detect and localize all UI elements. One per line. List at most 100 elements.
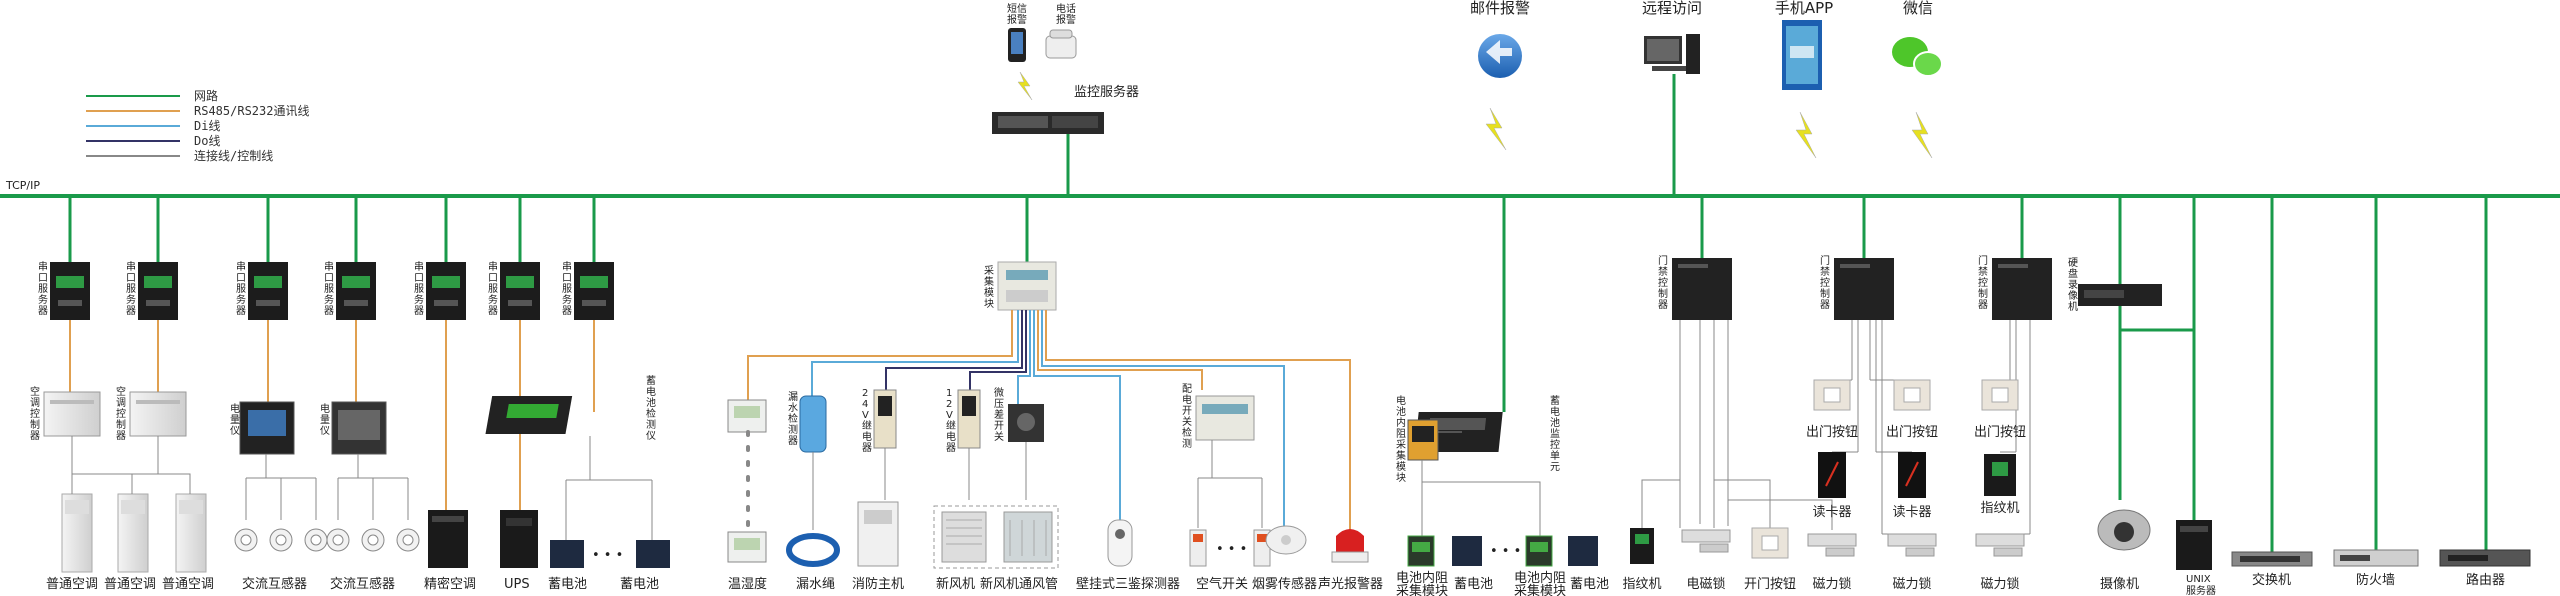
ellipsis-text: • • •	[592, 548, 623, 563]
unix-server-label-1: UNIX	[2186, 574, 2211, 585]
temp-humid-label: 温湿度	[728, 576, 767, 592]
battery-label: 蓄电池	[1454, 577, 1493, 592]
fire-host-device	[857, 501, 899, 567]
battery-manager-vlabel: 蓄电池监控单元	[1550, 395, 1560, 473]
lightning-icon	[1485, 107, 1507, 151]
legend-network-label: 网路	[194, 88, 218, 103]
serial-server-vlabel: 串口服务器	[126, 261, 136, 317]
ctrl-wire	[1197, 440, 1263, 528]
precision-ac-label: 精密空调	[424, 576, 476, 592]
tcpip-bus-label: TCP/IP	[5, 179, 40, 192]
battery-device	[1452, 536, 1482, 566]
fingerprint-reader-device	[1984, 454, 2016, 496]
battery-collector-device	[1407, 419, 1439, 461]
legend-rs485-label: RS485/RS232通讯线	[194, 104, 309, 118]
door-controller-device	[1992, 258, 2052, 320]
force-lock-label: 磁力锁	[1980, 576, 2019, 592]
battery-device	[550, 540, 584, 568]
firewall-label: 防火墙	[2356, 572, 2395, 588]
fresh-air-frame	[933, 505, 1059, 569]
exit-button-device	[1981, 379, 2019, 411]
fresh-air-pipe	[1003, 511, 1053, 563]
battery-detector-vlabel: 蓄电池检测仪	[646, 375, 656, 442]
battery-device	[1568, 536, 1598, 566]
ac-controller-vlabel-1: 空调控制器	[30, 385, 40, 442]
nvr-device	[2078, 284, 2162, 306]
dist-switch-vlabel: 配电开关检测	[1182, 383, 1192, 450]
serial-server-device	[574, 262, 614, 320]
sms-alarm-device	[1008, 28, 1026, 62]
serial-server-vlabel: 串口服务器	[236, 261, 246, 317]
power-meter-vlabel: 电量仪	[320, 402, 330, 437]
serial-server-device	[248, 262, 288, 320]
battery-collector-vlabel: 电池内阻采集模块	[1396, 394, 1406, 484]
leak-rope-label: 漏水绳	[796, 576, 835, 592]
normal-ac-unit	[61, 493, 93, 573]
collector-vlabel: 采集模块	[984, 265, 994, 310]
force-lock-label: 磁力锁	[1812, 576, 1851, 592]
mag-lock-device	[1807, 533, 1857, 557]
relay-12v-device	[957, 389, 981, 449]
do-wire	[969, 310, 1027, 390]
siren-label: 声光报警器	[1318, 576, 1383, 592]
phone-alarm-device	[1045, 29, 1077, 59]
fingerprint-reader-label: 指纹机	[1980, 501, 2019, 516]
battery-module-label-2: 采集模块	[1514, 583, 1566, 596]
smoke-sensor-label: 烟雾传感器	[1252, 576, 1317, 592]
mag-lock-device	[1975, 533, 2025, 557]
battery-device	[636, 540, 670, 568]
access-control-group: 门禁控制器门禁控制器门禁控制器指纹机电磁锁开门按钮磁力锁出门按钮读卡器出门按钮读…	[1622, 196, 2052, 592]
collector-module-device	[997, 261, 1057, 311]
ctrl-wire	[968, 442, 1027, 500]
serial-server-device	[336, 262, 376, 320]
camera-device	[2097, 509, 2151, 551]
mobile-app-label: 手机APP	[1775, 0, 1833, 17]
di-wire	[811, 310, 1019, 396]
serial-server-device	[138, 262, 178, 320]
leak-rope-icon	[786, 533, 840, 567]
email-alarm-label: 邮件报警	[1470, 0, 1530, 17]
switch-label: 交换机	[2252, 572, 2291, 588]
serial-server-vlabel: 串口服务器	[38, 261, 48, 317]
unix-server-device	[2176, 520, 2212, 570]
air-switch-label: 空气开关	[1196, 576, 1248, 592]
battery-label: 蓄电池	[548, 577, 587, 592]
rs485-wire	[1045, 310, 1351, 530]
phone-alarm-label-2: 报警	[1056, 13, 1076, 26]
micro-diff-switch-device	[1008, 404, 1044, 442]
camera-label: 摄像机	[2100, 577, 2139, 592]
current-transformer-group	[234, 454, 420, 552]
card-reader-device	[1818, 452, 1846, 498]
fingerprint-device	[1630, 528, 1654, 564]
fingerprint-label: 指纹机	[1622, 577, 1661, 592]
di-wire	[1017, 310, 1031, 404]
ctrl-wires-ac	[71, 436, 191, 494]
mobile-app-icon	[1782, 20, 1822, 90]
fresh-air-unit	[941, 511, 987, 563]
battery-label: 蓄电池	[620, 577, 659, 592]
current-transformer-device	[396, 528, 420, 552]
serial-server-device	[426, 262, 466, 320]
card-reader-label: 读卡器	[1812, 505, 1851, 520]
exit-button-label: 出门按钮	[1806, 425, 1858, 440]
ups-label: UPS	[504, 577, 530, 592]
fire-host-label: 消防主机	[852, 576, 904, 592]
battery-module-label-1: 电池内阻	[1396, 570, 1448, 586]
ctrl-wire	[1421, 431, 1541, 536]
ac-controller-vlabel-2: 空调控制器	[116, 385, 126, 442]
ellipsis-text: • • •	[1490, 544, 1521, 559]
ctrl-wire	[1641, 320, 1833, 530]
monitor-server-label: 监控服务器	[1074, 84, 1139, 100]
di-wire	[1033, 310, 1121, 522]
normal-ac-label: 普通空调	[162, 577, 214, 592]
lightning-icon	[1795, 111, 1817, 159]
computer-icon	[1644, 34, 1700, 74]
normal-ac-unit	[117, 493, 149, 573]
exit-button-device	[1893, 379, 1931, 411]
normal-ac-unit	[175, 493, 207, 573]
triple-detector-device	[1107, 519, 1133, 567]
